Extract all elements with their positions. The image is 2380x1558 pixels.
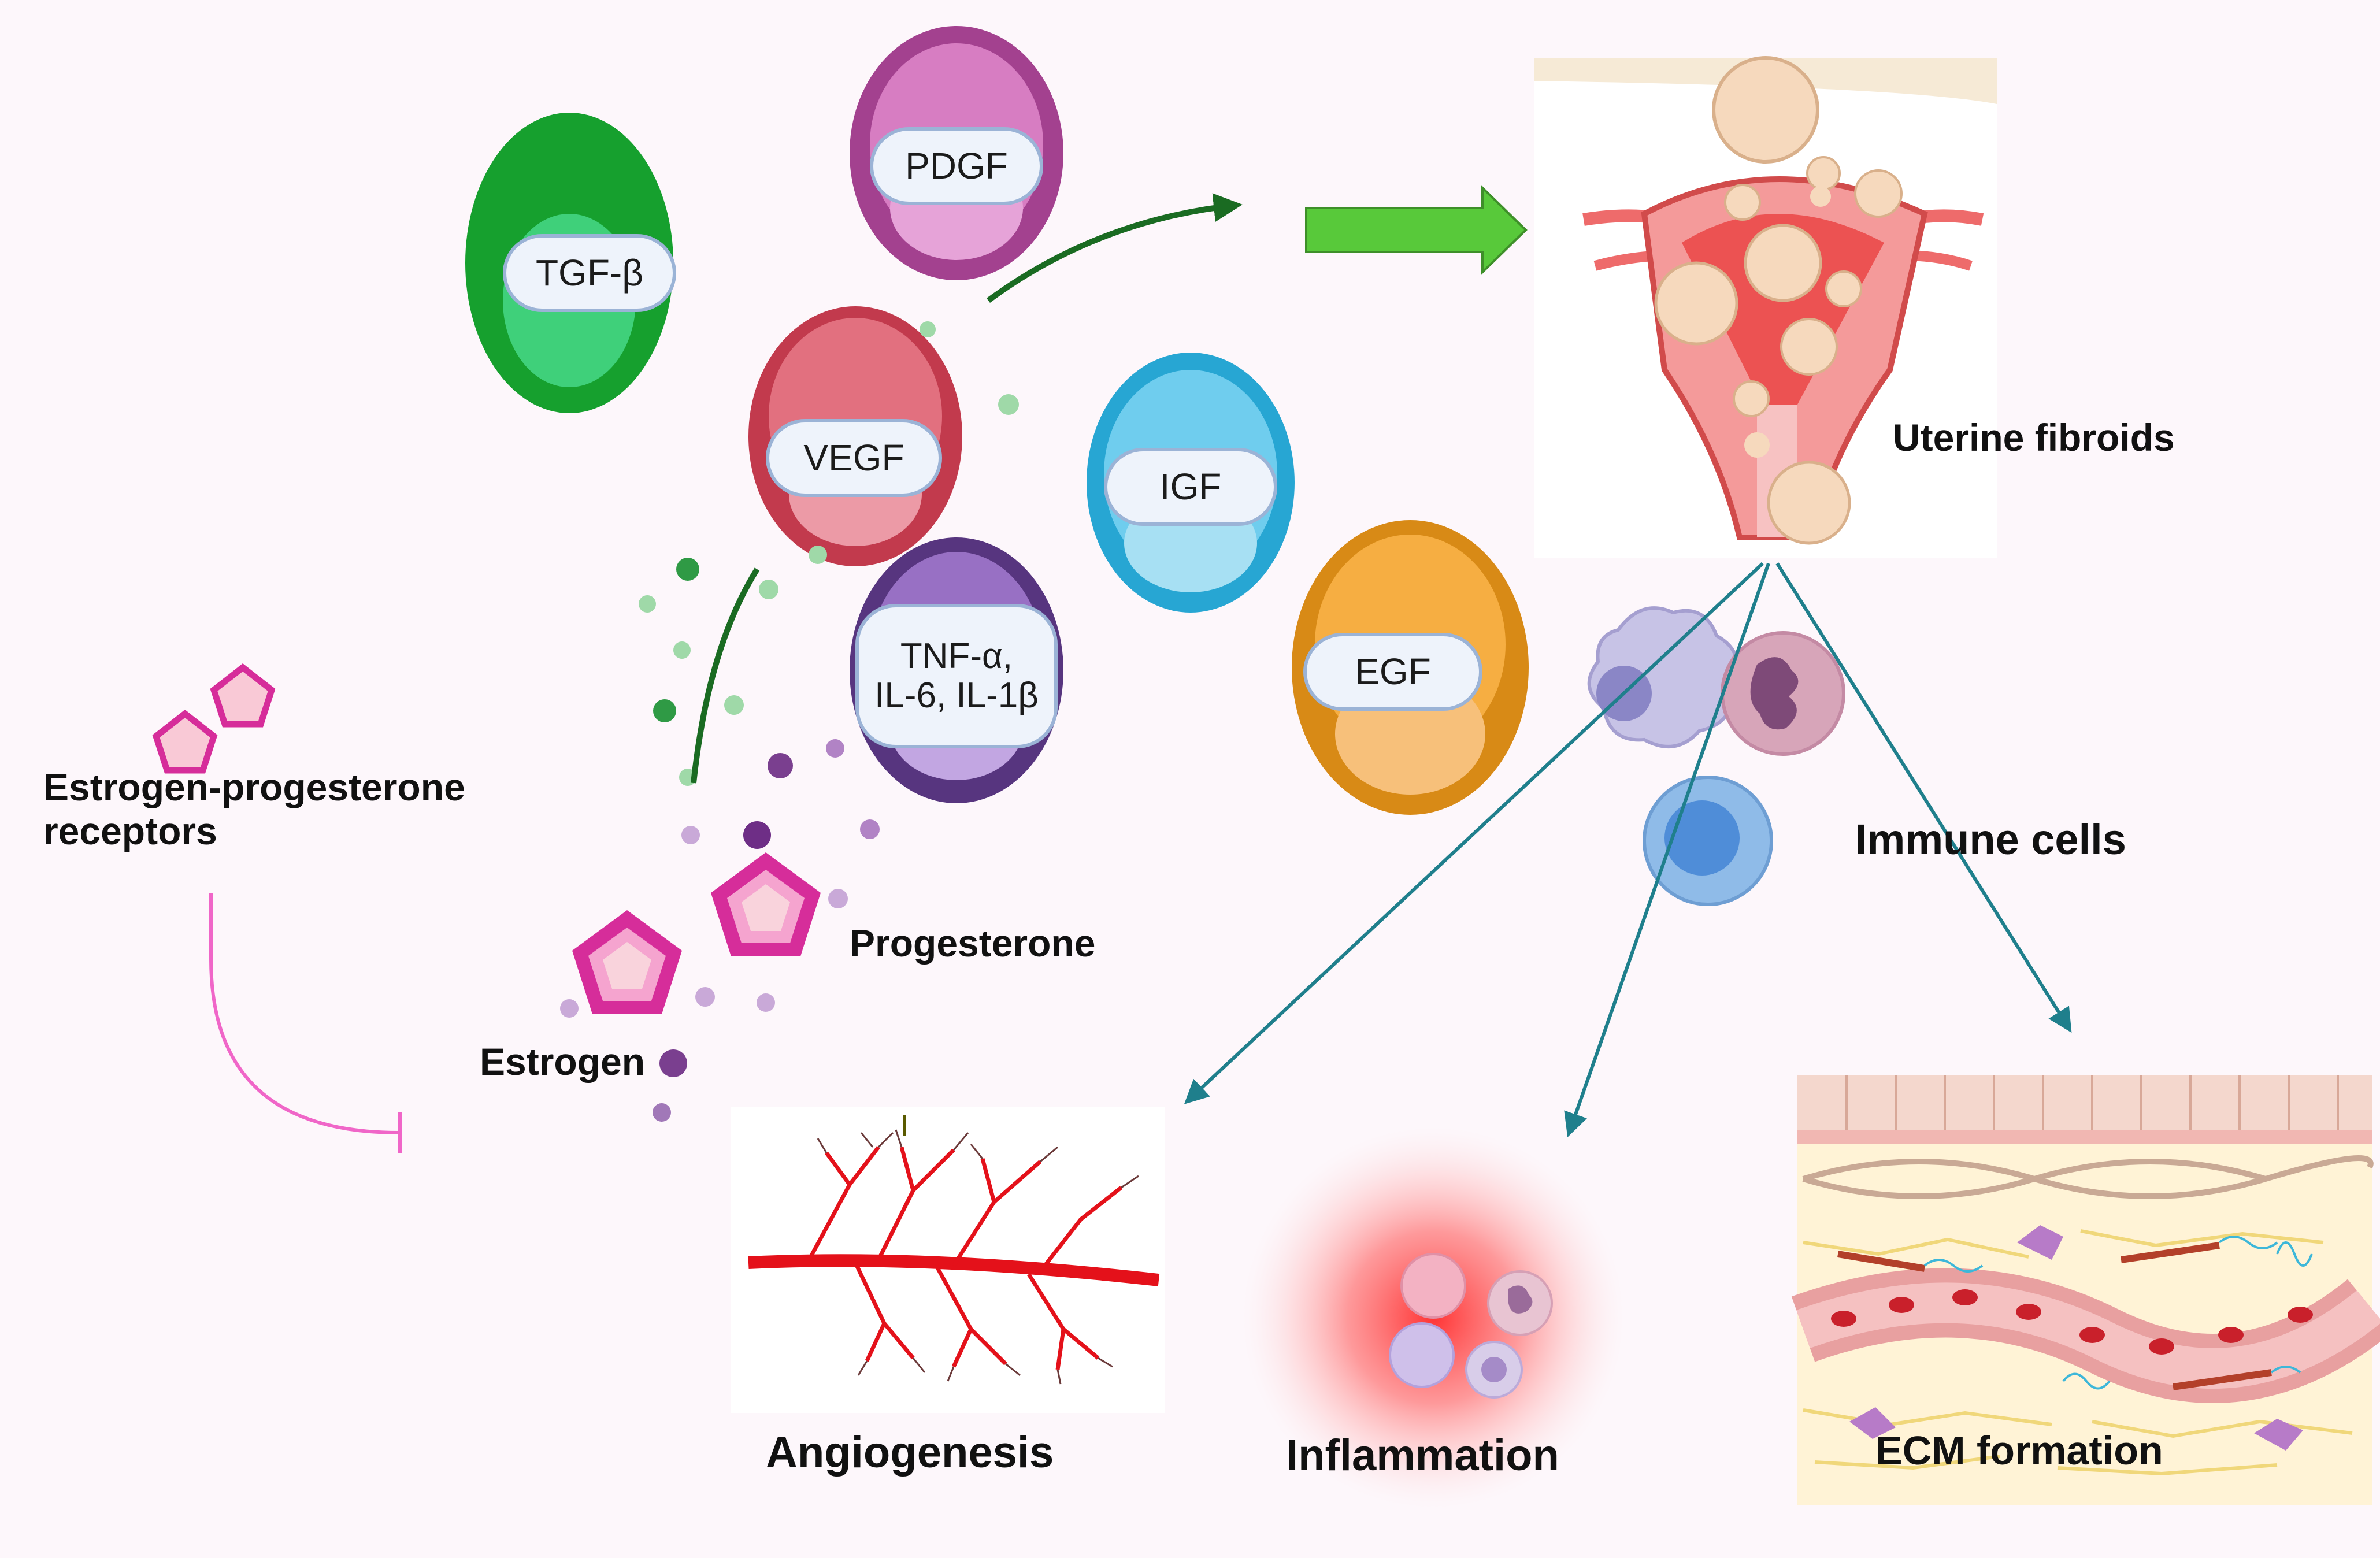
vegf-label: VEGF bbox=[766, 419, 942, 497]
inflammation-illustration bbox=[1243, 1127, 1624, 1508]
secretion-arrow bbox=[987, 193, 1243, 303]
igf-label: IGF bbox=[1104, 448, 1277, 526]
tnf-il-label-line2: IL-6, IL-1β bbox=[874, 676, 1039, 715]
progesterone-molecule bbox=[711, 852, 821, 956]
effect-arrows bbox=[1184, 562, 2072, 1137]
estrogen-progesterone-receptor-icons bbox=[152, 663, 276, 774]
pdgf-label: PDGF bbox=[870, 127, 1043, 205]
receptors-label-line2: receptors bbox=[43, 809, 217, 852]
block-arrow bbox=[1305, 185, 1528, 275]
tnf-il-label-line1: TNF-α, bbox=[900, 636, 1013, 676]
secreted-factor-dots bbox=[639, 321, 1019, 786]
inflammation-label: Inflammation bbox=[1286, 1431, 1559, 1480]
angiogenesis-label: Angiogenesis bbox=[766, 1428, 1054, 1477]
immune-cells-illustration bbox=[1587, 606, 1845, 906]
ecm-formation-label: ECM formation bbox=[1875, 1428, 2163, 1473]
inhibition-line bbox=[209, 893, 402, 1153]
tgf-beta-label: TGF-β bbox=[503, 234, 676, 312]
uterine-fibroids-label: Uterine fibroids bbox=[1893, 416, 2175, 459]
tnf-il-label: TNF-α, IL-6, IL-1β bbox=[855, 604, 1058, 748]
estrogen-molecule bbox=[572, 910, 682, 1014]
receptors-label: Estrogen-progesterone receptors bbox=[43, 766, 465, 854]
ecm-formation-illustration bbox=[1791, 1075, 2380, 1505]
egf-label: EGF bbox=[1303, 633, 1482, 711]
immune-cells-label: Immune cells bbox=[1855, 815, 2126, 863]
upregulation-arrow bbox=[691, 567, 760, 784]
estrogen-label: Estrogen bbox=[480, 1040, 646, 1083]
uterus-illustration bbox=[1534, 56, 1997, 558]
angiogenesis-illustration bbox=[731, 1107, 1165, 1413]
hormone-dots bbox=[560, 739, 880, 1122]
progesterone-label: Progesterone bbox=[850, 922, 1096, 965]
receptors-label-line1: Estrogen-progesterone bbox=[43, 766, 465, 808]
